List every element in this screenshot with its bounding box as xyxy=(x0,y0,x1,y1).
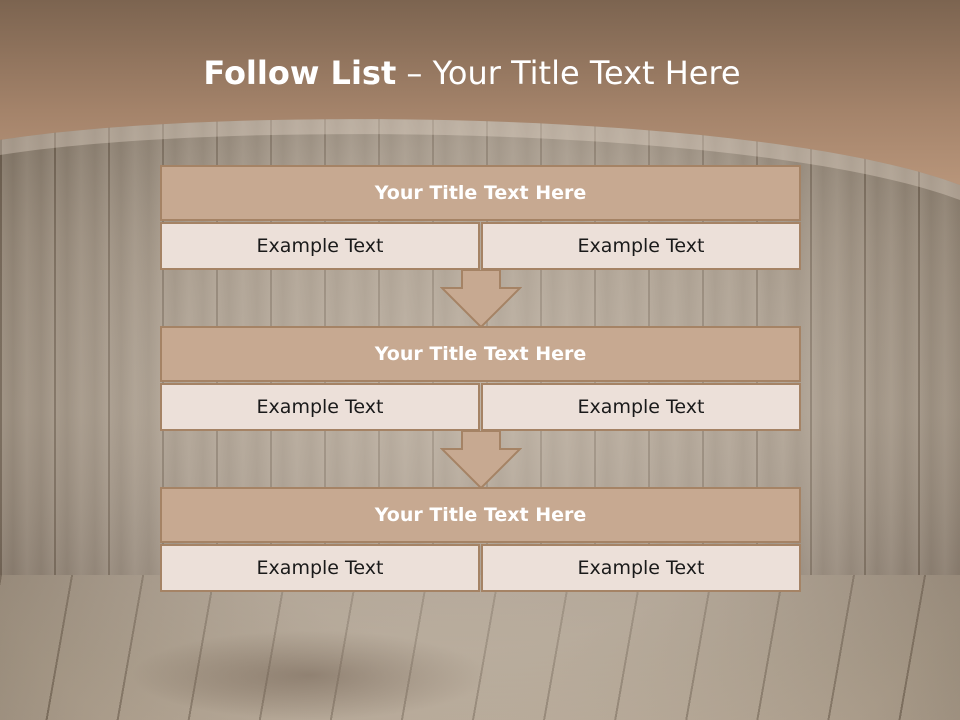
block-cell-left[interactable]: Example Text xyxy=(160,383,480,431)
block-title[interactable]: Your Title Text Here xyxy=(160,326,801,382)
block-cell-right[interactable]: Example Text xyxy=(481,544,801,592)
down-arrow-icon xyxy=(440,431,522,490)
list-block-3: Your Title Text Here Example Text Exampl… xyxy=(160,487,801,592)
block-cell-left[interactable]: Example Text xyxy=(160,222,480,270)
block-cell-right[interactable]: Example Text xyxy=(481,222,801,270)
block-cell-right[interactable]: Example Text xyxy=(481,383,801,431)
block-cell-left[interactable]: Example Text xyxy=(160,544,480,592)
slide-title-bold: Follow List xyxy=(203,54,397,92)
block-row: Example Text Example Text xyxy=(160,222,801,270)
list-block-1: Your Title Text Here Example Text Exampl… xyxy=(160,165,801,270)
block-title[interactable]: Your Title Text Here xyxy=(160,165,801,221)
block-row: Example Text Example Text xyxy=(160,544,801,592)
list-block-2: Your Title Text Here Example Text Exampl… xyxy=(160,326,801,431)
header-banner xyxy=(0,0,960,200)
slide-title: Follow List – Your Title Text Here xyxy=(0,54,944,92)
block-row: Example Text Example Text xyxy=(160,383,801,431)
slide-title-rest: – Your Title Text Here xyxy=(396,54,741,92)
block-title[interactable]: Your Title Text Here xyxy=(160,487,801,543)
down-arrow-icon xyxy=(440,270,522,329)
